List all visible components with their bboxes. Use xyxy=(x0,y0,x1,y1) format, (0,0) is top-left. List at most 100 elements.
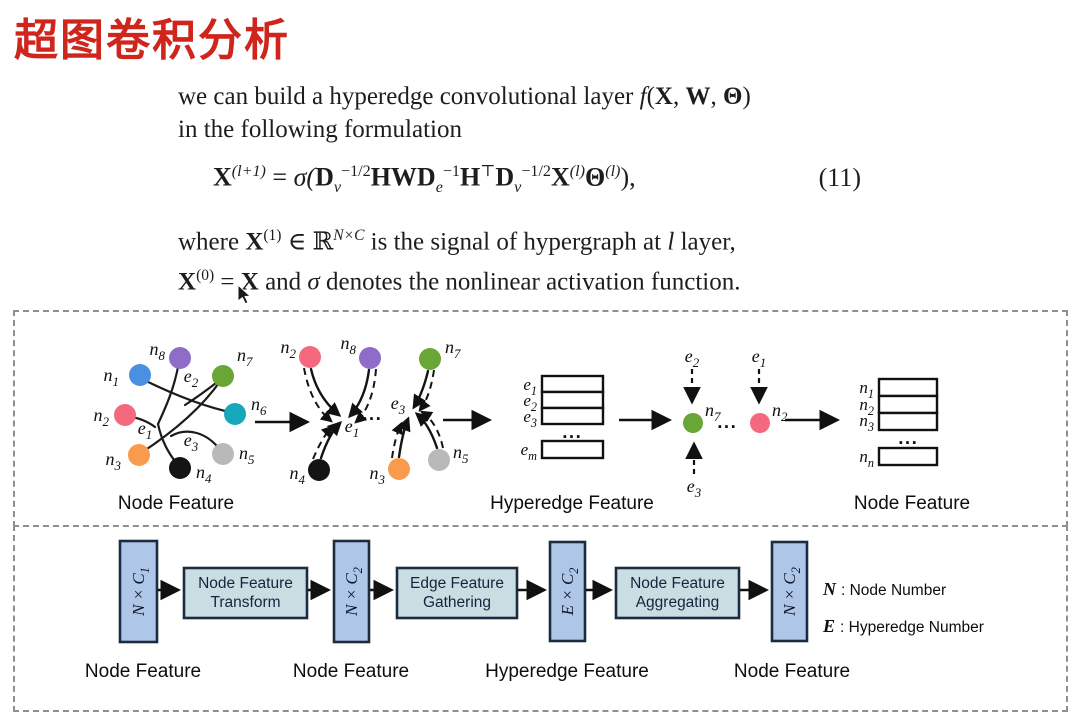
node-n5 xyxy=(212,443,234,465)
caption-hyperedge-feature: Hyperedge Feature xyxy=(490,493,654,514)
gather-edge-dashed xyxy=(303,367,333,423)
convolution-block-figure: N × C1 N × C2 E × C2 N × C2 Node Feature… xyxy=(13,525,1068,712)
process-label: Transform xyxy=(210,594,280,611)
gathering-graph: n2 n8 n7 n4 n3 n5 e1 e3 ... xyxy=(281,333,469,487)
hyperedge-row-rect xyxy=(540,374,605,394)
node-label-n4: n4 xyxy=(196,462,212,486)
node-label-n7: n7 xyxy=(445,337,461,361)
equation-row: X(l+1) = σ(Dv−1/2HWDe−1H⊤Dv−1/2X(l)Θ(l))… xyxy=(213,161,861,197)
gather-edge xyxy=(414,412,439,450)
node-label-n5: n5 xyxy=(239,443,255,467)
gather-edge xyxy=(397,416,411,459)
gather-edge xyxy=(309,367,342,417)
process-label: Node Feature xyxy=(198,575,293,592)
node-n7 xyxy=(683,413,703,433)
hypergraph-pipeline-svg: n1 n2 n3 n4 n5 n6 n7 n8 e1 e2 e3 Node Fe… xyxy=(94,333,971,514)
process-node-feature-aggregating xyxy=(614,566,741,620)
paragraph-where: where X(1) ∈ ℝN×C is the signal of hyper… xyxy=(178,219,918,300)
node-n7 xyxy=(419,348,441,370)
node-label-n2: n2 xyxy=(281,337,297,361)
equation-body: X(l+1) = σ(Dv−1/2HWDe−1H⊤Dv−1/2X(l)Θ(l))… xyxy=(213,162,636,196)
caption-node-feature-2: Node Feature xyxy=(293,661,409,682)
hypergraph-pipeline-figure: n1 n2 n3 n4 n5 n6 n7 n8 e1 e2 e3 Node Fe… xyxy=(13,310,1068,527)
node-label-n2: n2 xyxy=(772,400,788,424)
row-label-n3: n3 xyxy=(859,411,874,434)
edge-label-e3: e3 xyxy=(184,430,199,454)
ellipsis: ... xyxy=(362,406,382,424)
hyperedge-line xyxy=(156,359,181,468)
paragraph-intro: we can build a hyperedge convolutional l… xyxy=(178,80,898,146)
node-feature-stack: n1 n2 n3 ... nn Node Feature xyxy=(854,377,970,514)
incoming-label-e1: e1 xyxy=(752,346,766,370)
node-n4 xyxy=(308,459,330,481)
matrix-block-NxC1 xyxy=(118,539,159,644)
caption-node-feature-1: Node Feature xyxy=(85,661,201,682)
edge-label-e1: e1 xyxy=(138,418,152,442)
matrix-block-NxC2-out xyxy=(770,540,809,643)
node-n1 xyxy=(129,364,151,386)
row-label-nn: nn xyxy=(859,447,874,470)
row-label-n2: n2 xyxy=(859,395,874,418)
node-label-n6: n6 xyxy=(251,394,267,418)
node-row-rect xyxy=(877,411,939,432)
gather-edge-dashed xyxy=(419,410,444,449)
node-label-n3: n3 xyxy=(106,449,122,473)
row-label-e3: e3 xyxy=(523,407,537,430)
matrix-label-NxC1: N × C1 xyxy=(129,567,152,617)
node-n2 xyxy=(750,413,770,433)
node-label-n3: n3 xyxy=(370,463,386,487)
ellipsis: ... xyxy=(898,430,918,448)
gather-edge xyxy=(319,420,343,460)
node-n3 xyxy=(128,444,150,466)
node-n6 xyxy=(224,403,246,425)
gather-edge-dashed xyxy=(391,421,403,459)
node-label-n1: n1 xyxy=(104,365,119,389)
incoming-label-e3: e3 xyxy=(687,476,702,500)
row-label-em: em xyxy=(521,440,538,463)
hyperedge-line xyxy=(139,378,223,455)
hyperedge-row-rect xyxy=(540,406,605,426)
paragraph-where-line1: where X(1) ∈ ℝN×C is the signal of hyper… xyxy=(178,227,736,256)
caption-node-feature-3: Node Feature xyxy=(734,661,850,682)
edge-label-e1: e1 xyxy=(345,416,359,440)
node-n4 xyxy=(169,457,191,479)
hyperedge-feature-stack: e1 e2 e3 ... em Hyperedge Feature xyxy=(490,374,654,514)
node-label-n7: n7 xyxy=(705,400,721,424)
mouse-cursor-icon xyxy=(237,284,252,305)
gather-edge xyxy=(348,368,371,419)
matrix-block-ExC2 xyxy=(548,540,587,643)
row-label-e2: e2 xyxy=(523,391,537,414)
node-label-n8: n8 xyxy=(341,333,357,357)
node-n2 xyxy=(299,346,321,368)
node-row-rect xyxy=(877,394,939,415)
node-n2 xyxy=(114,404,136,426)
paragraph-intro-line2: in the following formulation xyxy=(178,116,462,143)
slide-title: 超图卷积分析 xyxy=(14,16,290,65)
process-node-feature-transform xyxy=(182,566,309,620)
process-edge-feature-gathering xyxy=(395,566,519,620)
node-label-n8: n8 xyxy=(150,339,166,363)
gather-edge xyxy=(412,369,430,410)
node-label-n7: n7 xyxy=(237,345,253,369)
process-label: Edge Feature xyxy=(410,575,504,592)
node-label-n2: n2 xyxy=(94,405,110,429)
caption-node-feature-right: Node Feature xyxy=(854,493,970,514)
node-aggregation: e2 e1 e3 n7 n2 ... xyxy=(683,346,788,500)
legend-node-number: N : Node Number xyxy=(822,579,946,599)
gather-edge-dashed xyxy=(312,425,334,460)
gather-edge-dashed xyxy=(418,369,435,412)
node-label-n4: n4 xyxy=(290,463,306,487)
initial-hypergraph: n1 n2 n3 n4 n5 n6 n7 n8 e1 e2 e3 Node Fe… xyxy=(94,339,267,514)
matrix-label-NxC2-out: N × C2 xyxy=(780,567,803,617)
gather-edge-dashed xyxy=(354,368,377,424)
matrix-label-ExC2: E × C2 xyxy=(558,568,581,617)
ellipsis: ... xyxy=(562,424,582,442)
equation-number: (11) xyxy=(818,162,861,192)
hyperedge-row-rect xyxy=(540,390,605,410)
process-label: Gathering xyxy=(423,594,491,611)
paragraph-where-line2: X(0) = X and σ denotes the nonlinear act… xyxy=(178,267,741,296)
hyperedge-row-rect xyxy=(540,439,605,460)
row-label-e1: e1 xyxy=(523,375,537,398)
paragraph-intro-line1: we can build a hyperedge convolutional l… xyxy=(178,83,751,110)
edge-label-e3: e3 xyxy=(391,393,406,417)
